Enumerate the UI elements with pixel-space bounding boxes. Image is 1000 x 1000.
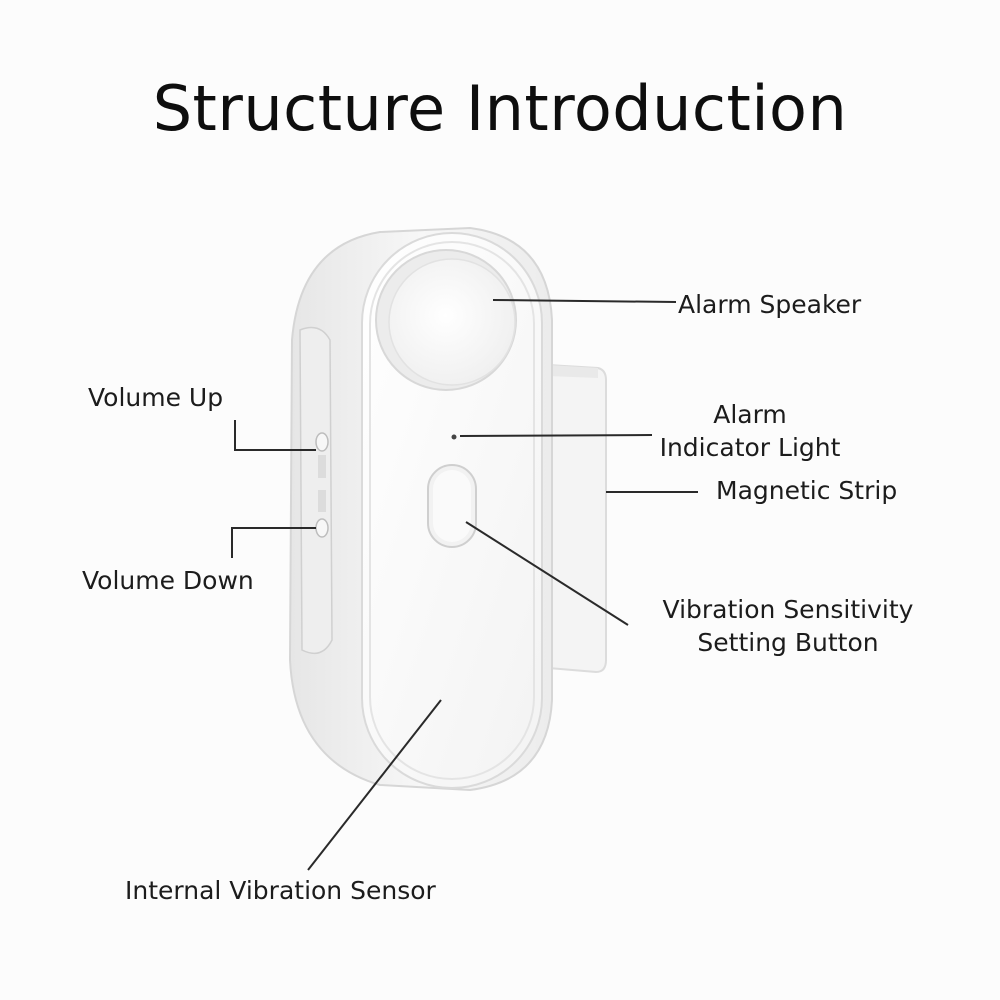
label-alarm-indicator-line1: Alarm	[713, 400, 787, 429]
leader-internal-sensor	[307, 699, 442, 871]
magnetic-strip-part	[547, 363, 607, 674]
label-vibration-button-line2: Setting Button	[697, 628, 879, 657]
label-volume-up: Volume Up	[88, 383, 224, 412]
leader-indicator-light	[459, 434, 653, 437]
leader-volume-down	[231, 527, 316, 558]
label-alarm-speaker: Alarm Speaker	[678, 290, 862, 319]
label-volume-down: Volume Down	[82, 566, 254, 595]
label-alarm-indicator-light: Alarm Indicator Light	[650, 398, 850, 464]
page-title: Structure Introduction	[152, 72, 848, 145]
leader-alarm-speaker	[492, 299, 677, 303]
sensitivity-button-part	[427, 464, 477, 548]
indicator-light-dot	[451, 434, 457, 440]
label-vibration-button-line1: Vibration Sensitivity	[662, 595, 914, 624]
leader-vibration-button	[465, 521, 629, 626]
leader-lines	[231, 299, 698, 871]
label-internal-vibration-sensor: Internal Vibration Sensor	[125, 876, 436, 905]
label-vibration-button: Vibration Sensitivity Setting Button	[650, 593, 926, 659]
label-magnetic-strip: Magnetic Strip	[716, 476, 898, 505]
label-alarm-indicator-line2: Indicator Light	[659, 433, 841, 462]
leader-volume-up	[234, 420, 316, 451]
alarm-speaker-part	[375, 249, 517, 391]
volume-buttons-part	[315, 432, 329, 538]
